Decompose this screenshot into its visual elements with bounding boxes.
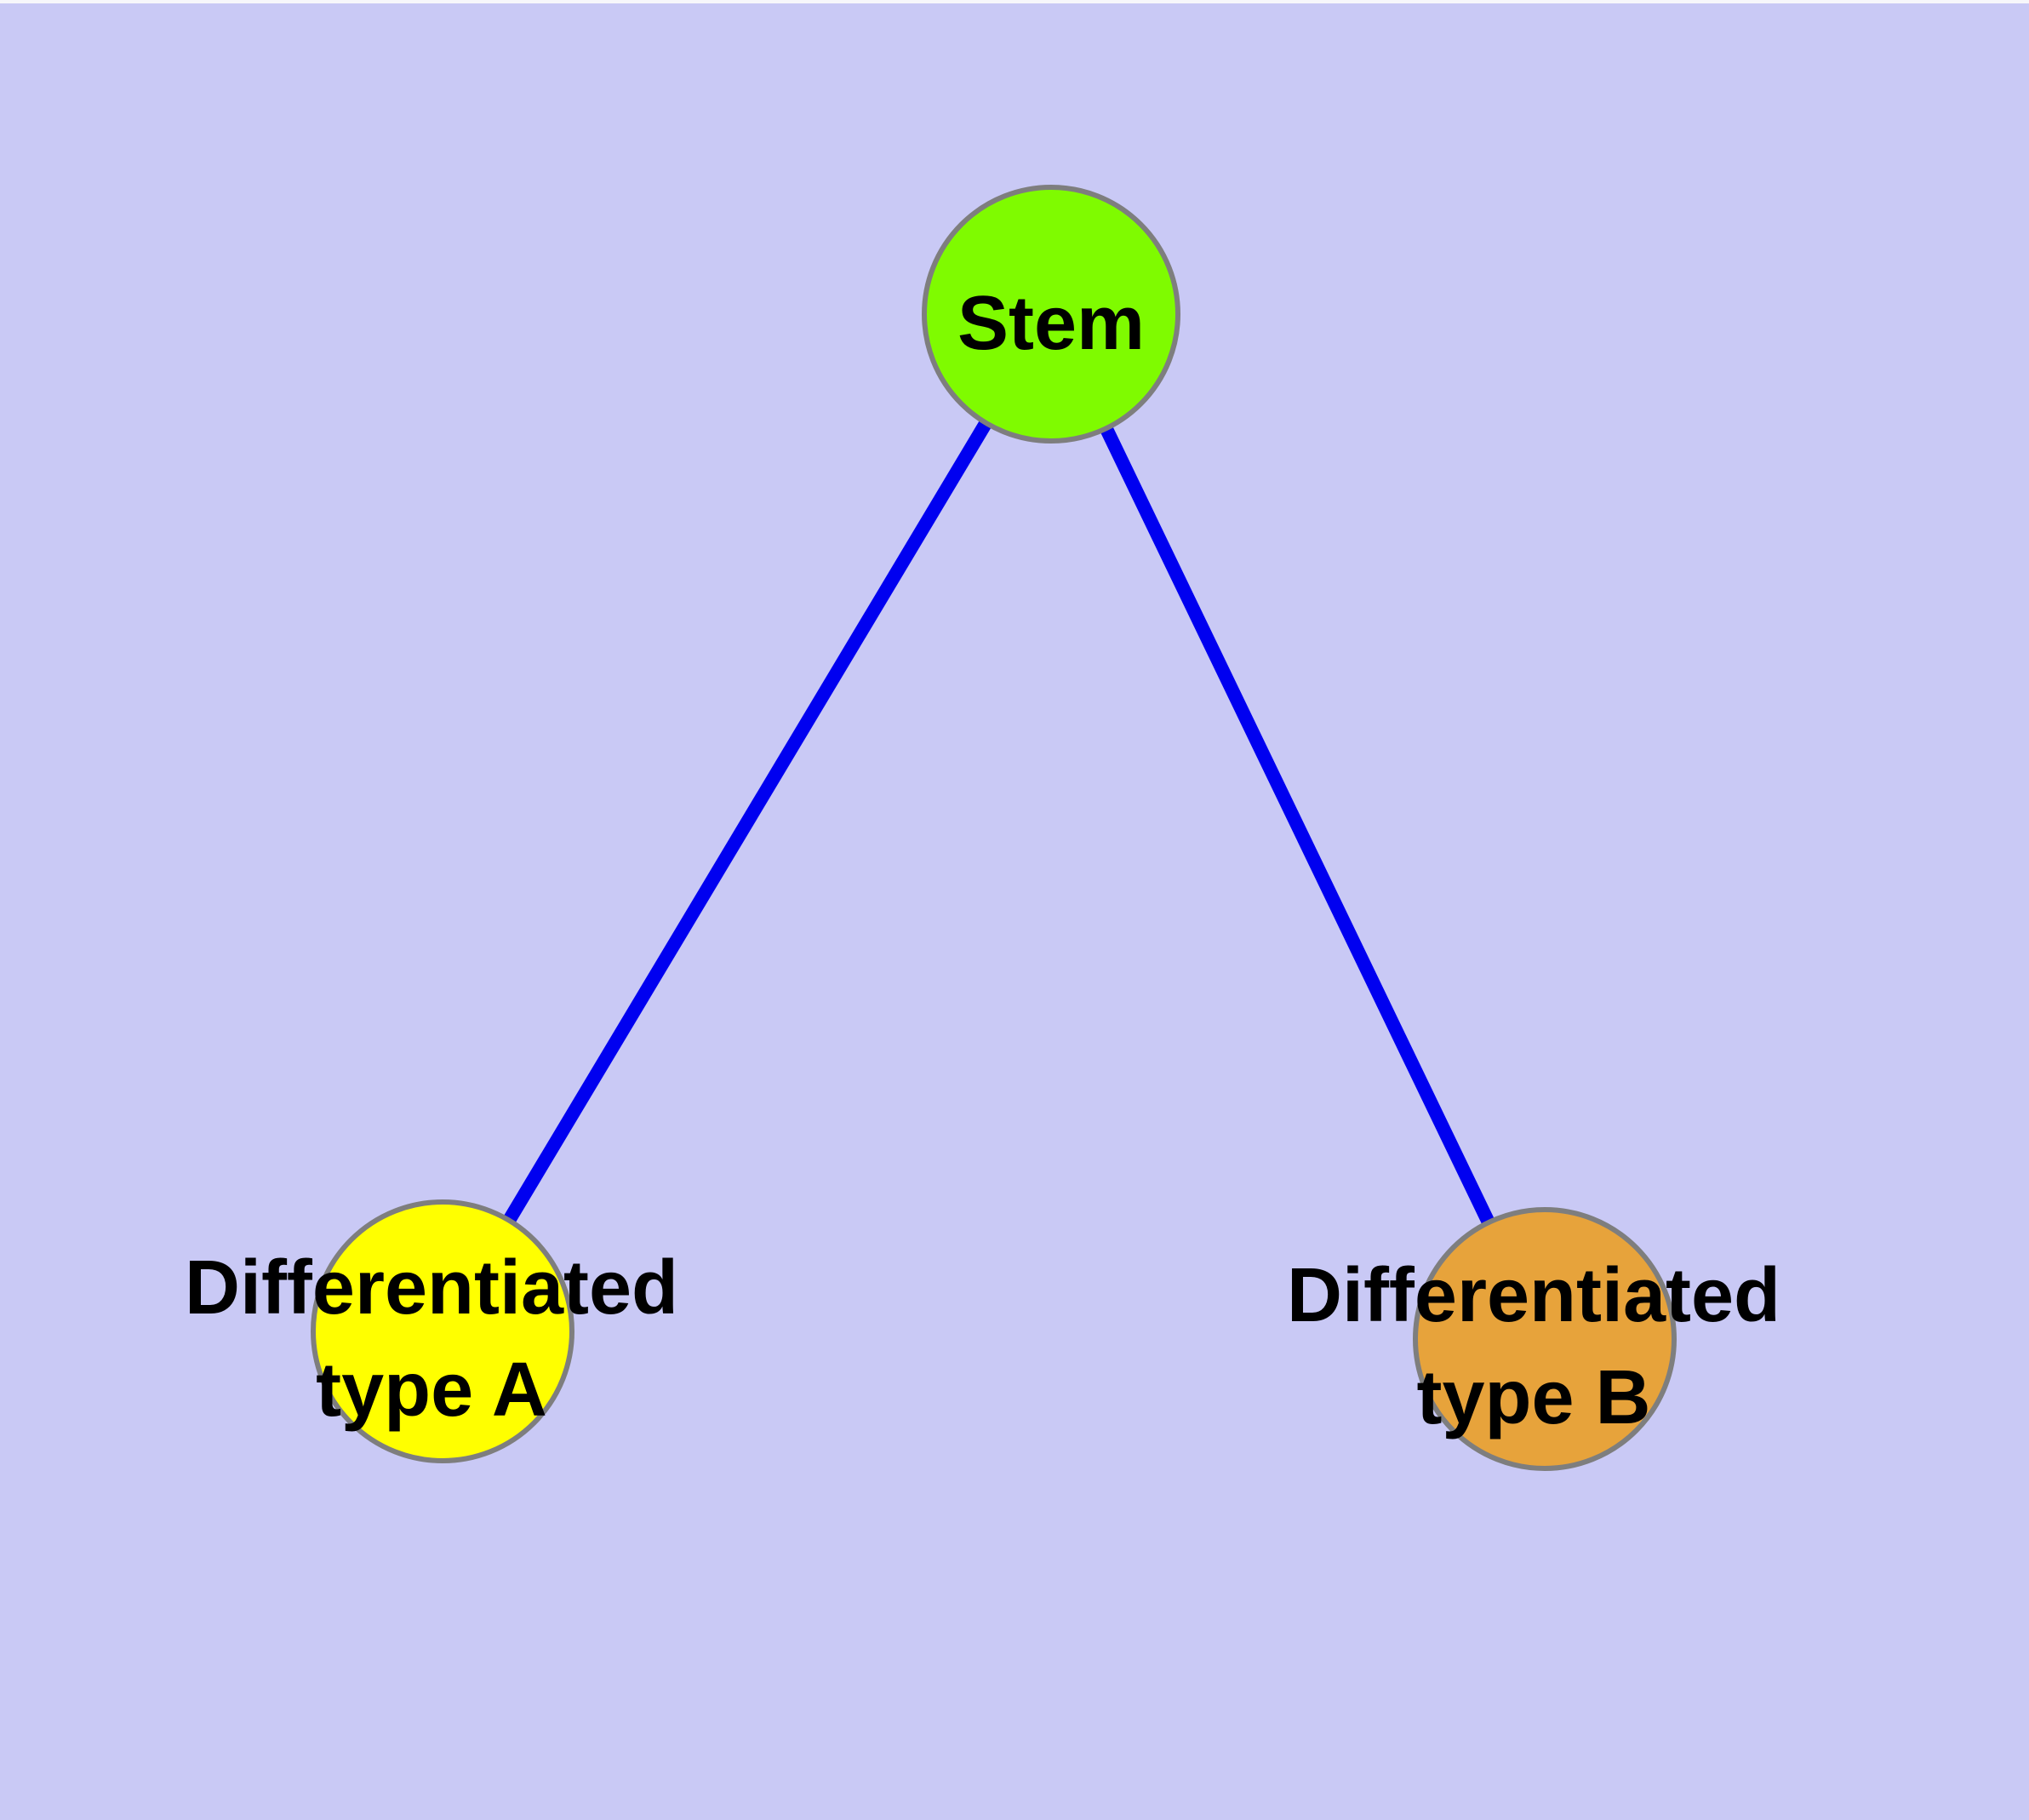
node-type-a-label-line1: Differentiated (185, 1245, 678, 1331)
node-type-b-label-line1: Differentiated (1287, 1253, 1780, 1338)
node-differentiated-type-a (311, 1199, 574, 1463)
node-stem-label: Stem (957, 281, 1145, 366)
top-edge-strip (0, 0, 2029, 3)
node-stem (922, 185, 1180, 444)
edge-stem-to-type-a (437, 310, 1057, 1336)
node-type-b-label-line2: type B (1416, 1355, 1650, 1440)
node-type-a-label-line2: type A (316, 1348, 547, 1433)
node-differentiated-type-b (1413, 1207, 1677, 1471)
edge-stem-to-type-b (1044, 311, 1552, 1342)
